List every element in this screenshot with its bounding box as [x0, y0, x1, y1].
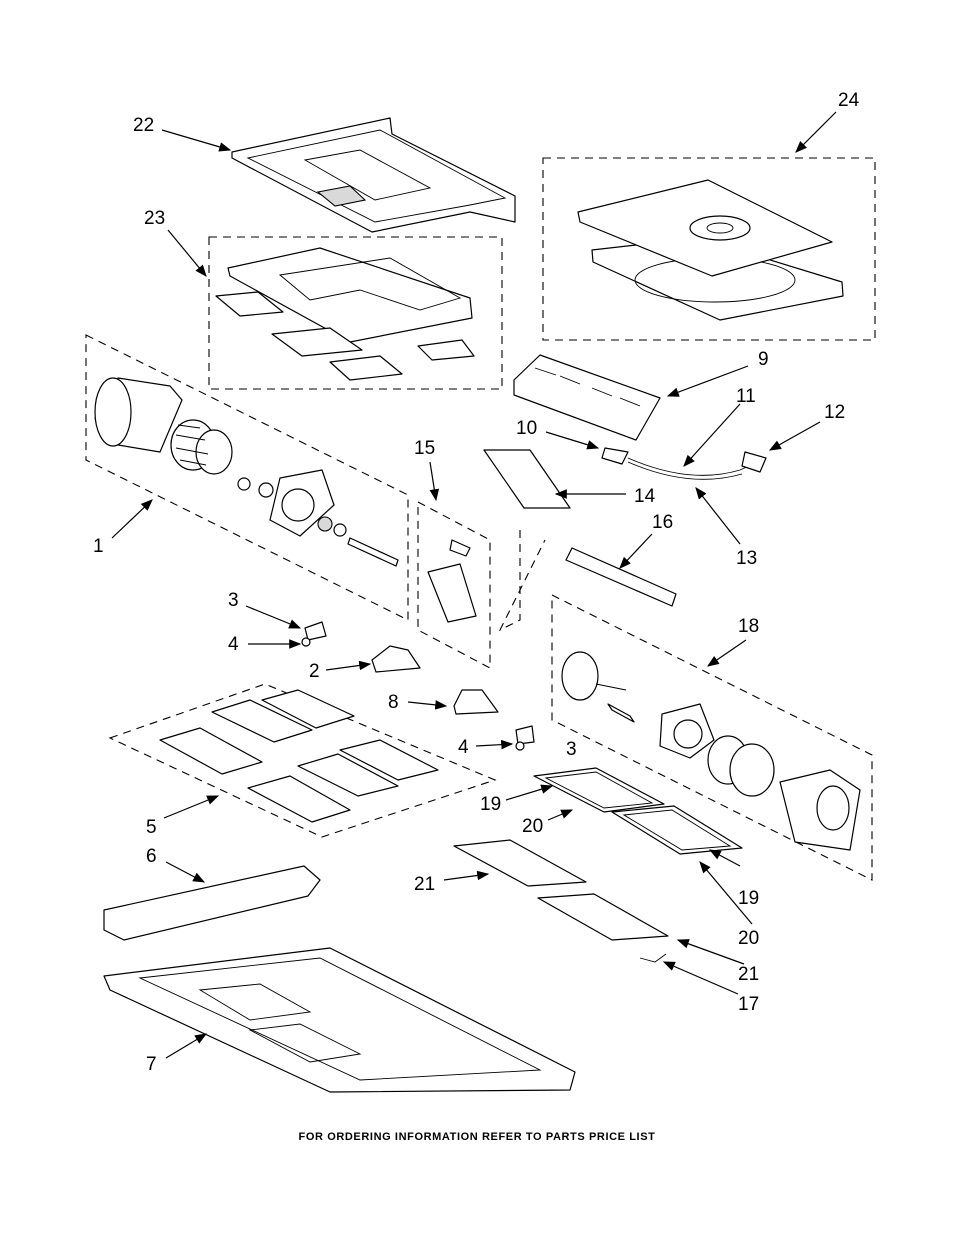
- callout-3-b: 3: [566, 739, 577, 760]
- callout-24: 24: [838, 90, 860, 111]
- callout-21-b: 21: [738, 964, 759, 985]
- part-5-group-box: [108, 683, 497, 838]
- part-23-vent-plate: [215, 247, 475, 381]
- callout-3-a: 3: [228, 590, 239, 611]
- callout-10: 10: [516, 418, 537, 439]
- part-3-connector: [304, 621, 327, 641]
- callout-6: 6: [146, 846, 157, 867]
- callout-11: 11: [736, 386, 756, 407]
- part-1-group-box: [85, 334, 409, 621]
- callout-16: 16: [652, 512, 673, 533]
- callout-20-a: 20: [522, 816, 543, 837]
- part-6-rail: [103, 865, 321, 941]
- callout-4-a: 4: [228, 634, 239, 655]
- part-15-bracket: [427, 539, 477, 623]
- part-3-connector-b: [515, 725, 535, 745]
- callout-14: 14: [634, 486, 656, 507]
- callout-13: 13: [736, 548, 757, 569]
- part-21-frame-a: [453, 839, 587, 887]
- callout-20-b: 20: [738, 928, 759, 949]
- part-4-nut-b: [515, 741, 525, 751]
- part-24-turntable-assembly: [577, 179, 844, 321]
- callout-15: 15: [414, 438, 435, 459]
- callout-23: 23: [144, 208, 165, 229]
- part-18-group-box: [551, 594, 873, 881]
- part-11-harness: [601, 447, 767, 480]
- callout-7: 7: [146, 1054, 157, 1075]
- callout-2: 2: [309, 661, 320, 682]
- callout-12: 12: [824, 402, 845, 423]
- callout-18: 18: [738, 616, 759, 637]
- part-5-filters: [159, 689, 439, 823]
- part-9-control-bracket: [513, 354, 661, 441]
- part-19-20-filter-left: [533, 767, 665, 813]
- part-18-blower-motor-assembly: [561, 651, 861, 851]
- part-7-base-pan: [103, 947, 576, 1093]
- part-8-damper: [453, 689, 499, 715]
- part-1-blower-assembly: [94, 377, 399, 567]
- callout-19-a: 19: [480, 794, 501, 815]
- part-14-plate: [483, 449, 571, 509]
- callout-17: 17: [738, 994, 759, 1015]
- callout-5: 5: [146, 817, 157, 838]
- callout-1: 1: [93, 536, 104, 557]
- part-4-nut: [301, 637, 311, 647]
- part-2-damper: [371, 645, 421, 673]
- callout-8: 8: [388, 692, 399, 713]
- part-16-roller: [565, 547, 677, 607]
- callout-4-b: 4: [458, 737, 469, 758]
- part-23-group-box: [208, 236, 503, 390]
- ordering-info-footer: FOR ORDERING INFORMATION REFER TO PARTS …: [298, 1131, 656, 1143]
- part-21-frame-b: [537, 893, 669, 941]
- part-19-20-filter-right: [611, 805, 743, 855]
- callout-22: 22: [133, 115, 154, 136]
- part-24-group-box: [542, 157, 876, 341]
- connector-dash: [498, 530, 546, 632]
- part-17-clip: [639, 953, 667, 963]
- callout-19-b: 19: [738, 888, 759, 909]
- callout-21-a: 21: [414, 874, 435, 895]
- part-22-top-panel: [231, 117, 516, 233]
- callout-9: 9: [758, 349, 769, 370]
